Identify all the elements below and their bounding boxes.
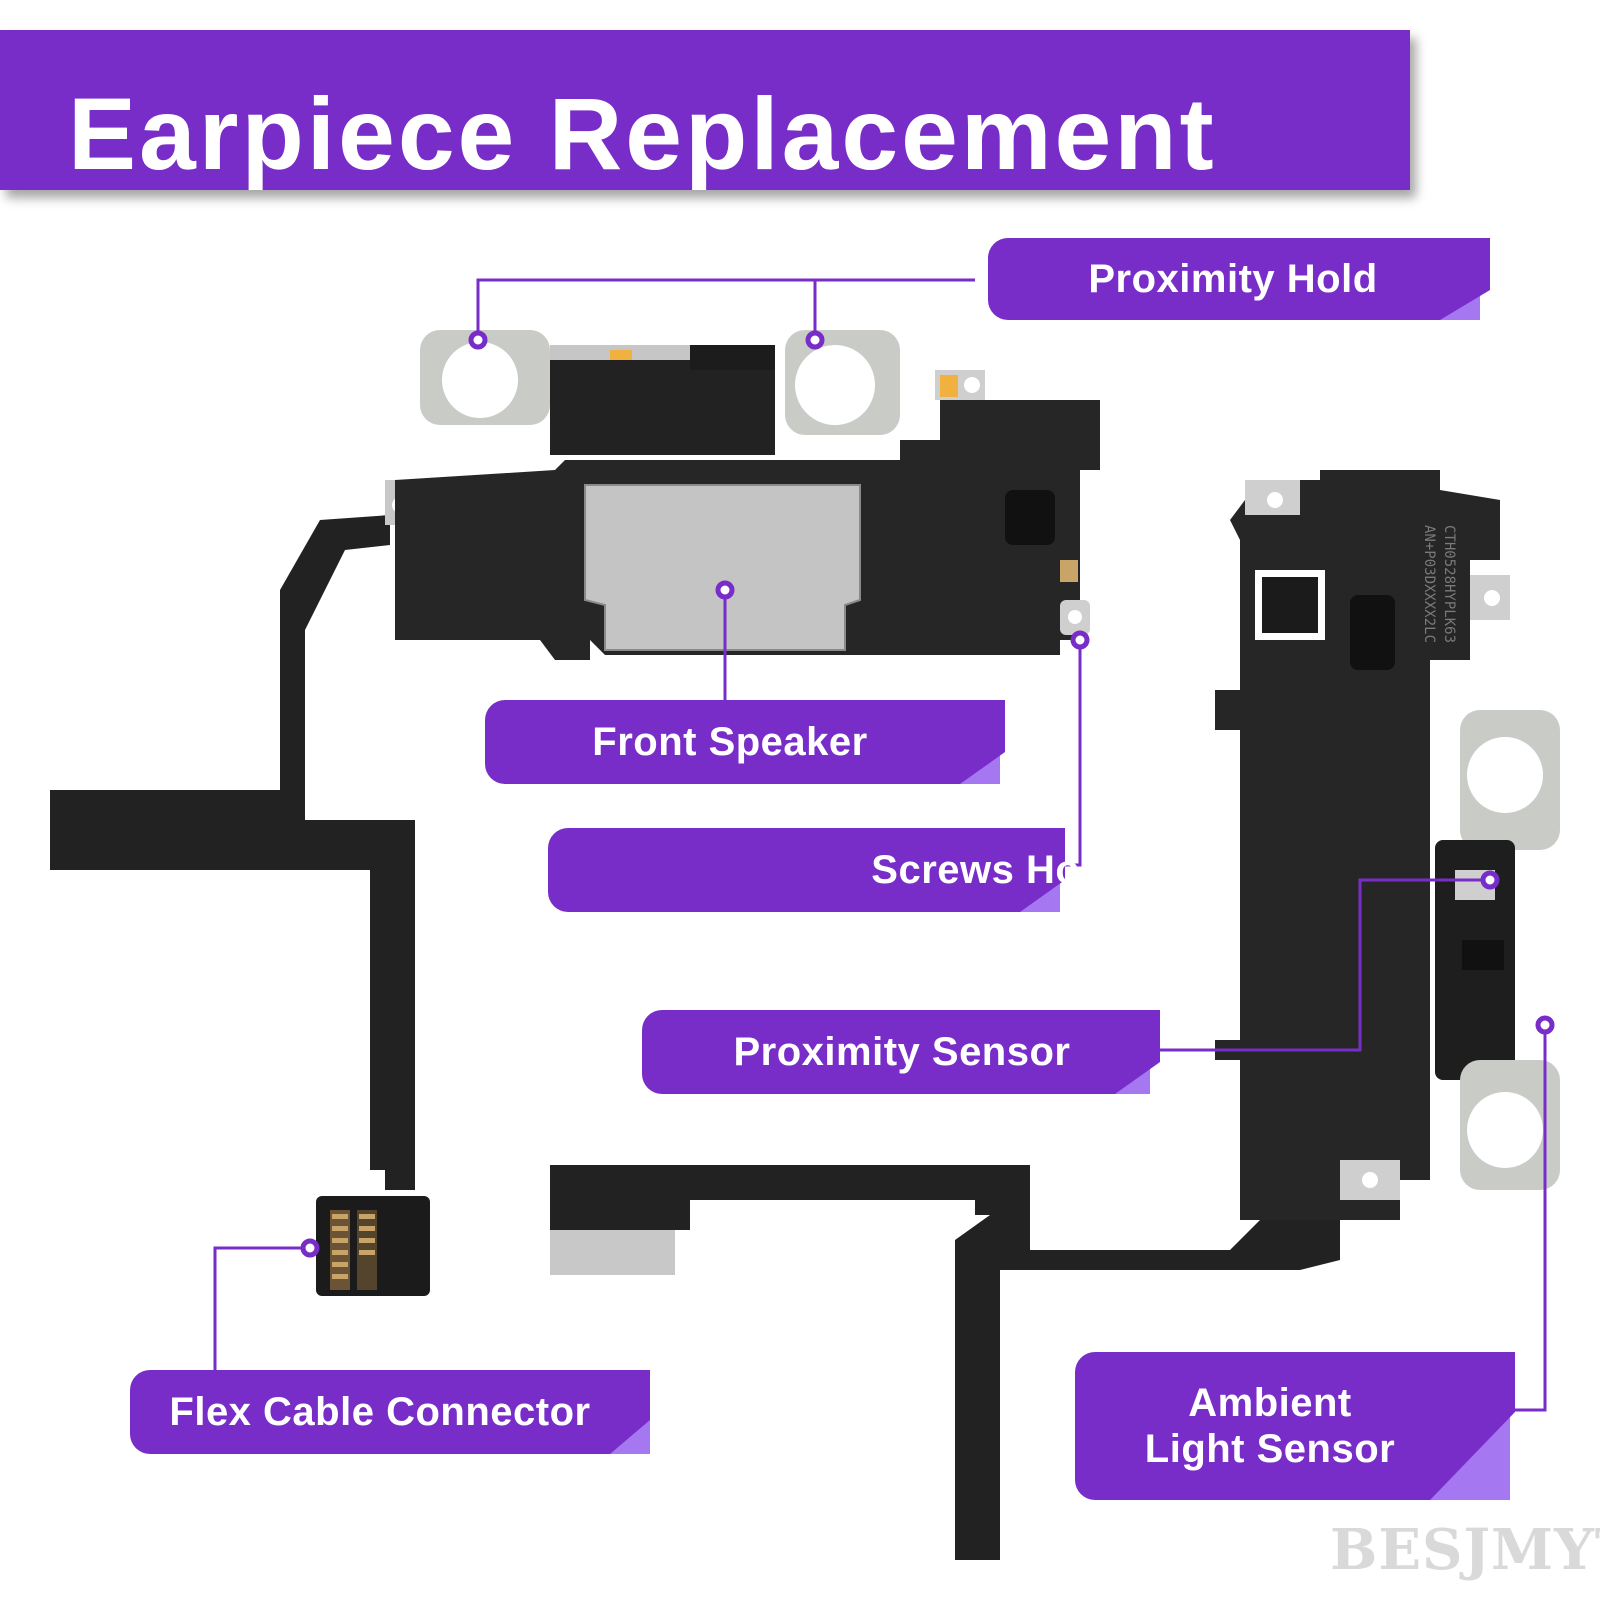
proximity-sensor-tag — [642, 1010, 1160, 1094]
proximity-hold-tag — [988, 238, 1490, 320]
left-proximity-holders — [420, 330, 900, 455]
flex-cable-connector-label: Flex Cable Connector — [130, 1370, 630, 1454]
right-speaker-housing — [1215, 470, 1500, 1220]
front-speaker-tag — [485, 700, 1005, 784]
label-tags — [130, 238, 1515, 1500]
callout-leaders — [213, 278, 1547, 1412]
screws-hole-tag — [548, 828, 1065, 912]
flex-cable-connector-part — [316, 1196, 430, 1296]
left-earpiece-assembly — [50, 330, 1100, 1296]
ambient-light-sensor-line2: Light Sensor — [1144, 1427, 1396, 1471]
brand-watermark: BESJMYT — [1330, 1517, 1600, 1583]
part-marking-line2: AN+P03DXXXX2LC — [1421, 525, 1437, 643]
ambient-light-sensor-label: Ambient Light Sensor — [1075, 1352, 1465, 1500]
flex-cable-connector-tag — [130, 1370, 650, 1454]
front-speaker-plate — [584, 484, 861, 651]
screws-hole-label: Screws Hole — [871, 848, 1115, 892]
ambient-light-sensor-line1: Ambient — [1188, 1381, 1352, 1425]
proximity-sensor-label: Proximity Sensor — [733, 1030, 1071, 1074]
right-proximity-holders — [1435, 710, 1560, 1190]
title-banner: Earpiece Replacement — [0, 30, 1410, 191]
ambient-light-sensor-tag — [1075, 1352, 1515, 1500]
page-title: Earpiece Replacement — [68, 77, 1217, 191]
front-speaker-label: Front Speaker — [592, 720, 868, 764]
callout-dots — [300, 330, 1555, 1258]
part-marking-line1: CTH0528HYPLK63 — [1441, 525, 1457, 643]
left-flex-cable — [50, 515, 415, 1190]
right-flex-cable — [550, 1165, 1340, 1560]
proximity-hold-label: Proximity Hold — [1088, 257, 1378, 301]
flex-cable-connector-text: Flex Cable Connector — [169, 1390, 591, 1434]
right-earpiece-assembly: CTH0528HYPLK63 AN+P03DXXXX2LC — [550, 470, 1560, 1560]
